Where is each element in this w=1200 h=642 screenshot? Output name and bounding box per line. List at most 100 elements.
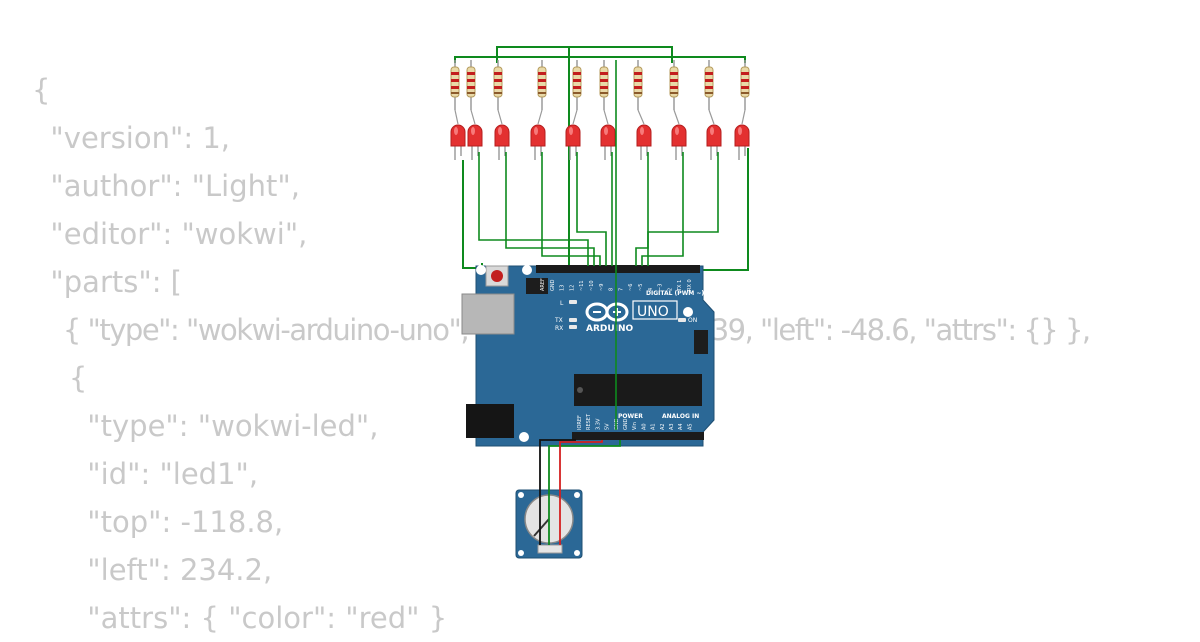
- pin-label: GND: [623, 418, 629, 430]
- red-led[interactable]: [467, 124, 483, 160]
- code-line: "type": "wokwi-led",: [32, 409, 379, 443]
- resistor[interactable]: [450, 60, 460, 125]
- code-line: "editor": "wokwi",: [32, 217, 308, 251]
- analog-header-label: ANALOG IN: [662, 413, 699, 420]
- ground-bus-wire: [496, 46, 673, 63]
- pin-label: 2: [667, 288, 673, 291]
- code-line: "id": "led1",: [32, 457, 259, 491]
- code-line: "left": 234.2,: [32, 553, 273, 587]
- pin-label: ~10: [589, 280, 595, 291]
- power-jack: [466, 404, 514, 438]
- code-line: "parts": [: [32, 265, 182, 299]
- atmega-chip: [574, 374, 702, 406]
- resistor[interactable]: [704, 60, 715, 125]
- code-line: "author": "Light",: [32, 169, 300, 203]
- led-tx-label: TX: [554, 317, 563, 324]
- red-led[interactable]: [706, 124, 722, 160]
- resistor[interactable]: [633, 60, 645, 125]
- code-line: "top": -118.8,: [32, 505, 284, 539]
- pin-label: 4: [648, 288, 654, 291]
- red-led[interactable]: [671, 124, 687, 160]
- pin-label: GND: [550, 279, 556, 291]
- resistor[interactable]: [493, 60, 503, 125]
- code-line: {: [32, 73, 51, 107]
- led-wire: [635, 152, 649, 266]
- red-led[interactable]: [494, 124, 510, 160]
- led-wire: [541, 152, 601, 266]
- pin-label: RESET: [586, 413, 592, 430]
- pin-label: A5: [687, 423, 693, 430]
- brand-label: ARDUINO: [586, 324, 634, 334]
- red-led[interactable]: [450, 124, 466, 160]
- onboard-leds: [569, 300, 686, 329]
- pin-label: 7: [618, 288, 624, 291]
- code-line: {: [32, 361, 88, 395]
- mount-hole: [519, 432, 529, 442]
- pin-label: TX 1: [677, 280, 683, 292]
- pin-label: ~5: [638, 284, 644, 291]
- power-header-label: POWER: [618, 413, 643, 420]
- red-led[interactable]: [600, 124, 616, 160]
- pin-label: A2: [660, 423, 666, 430]
- led-wire: [647, 152, 719, 266]
- reset-button[interactable]: [491, 270, 503, 282]
- led-wire: [505, 152, 595, 266]
- led-wire: [641, 152, 684, 266]
- led-wire: [478, 152, 589, 266]
- resistor[interactable]: [572, 60, 582, 125]
- knob-indicator: [533, 518, 550, 537]
- resistor[interactable]: [740, 60, 750, 125]
- pin-label: IOREF: [577, 415, 583, 430]
- pin-label: ~11: [579, 280, 585, 291]
- red-led[interactable]: [565, 124, 581, 160]
- digital-header: [536, 265, 700, 273]
- resistor[interactable]: [599, 60, 609, 125]
- resistor[interactable]: [537, 60, 547, 125]
- digital-header-label: DIGITAL (PWM ~): [646, 290, 704, 297]
- mount-hole: [683, 307, 693, 317]
- pin-label: ~9: [599, 284, 605, 291]
- infinity-logo: [585, 302, 629, 322]
- red-led[interactable]: [530, 124, 546, 160]
- code-line: "version": 1,: [32, 121, 230, 155]
- led-rx-label: RX: [555, 325, 563, 332]
- pin-label: A0: [641, 423, 647, 430]
- signal-wires: [478, 60, 719, 545]
- model-label: UNO: [637, 304, 669, 320]
- analog-header: [572, 432, 704, 440]
- resistor[interactable]: [669, 60, 680, 125]
- resistor[interactable]: [466, 60, 476, 125]
- pot-signal-wire: [548, 440, 621, 545]
- pin-label: ~3: [658, 284, 664, 291]
- pot-power-wire: [559, 440, 603, 545]
- pin-label: ~6: [628, 284, 634, 291]
- led-wire: [700, 148, 749, 271]
- usb-port: [461, 293, 515, 335]
- leds: [450, 124, 750, 160]
- led-on-label: ON: [688, 317, 697, 324]
- potentiometer-pins: [537, 544, 563, 554]
- mount-hole: [476, 265, 486, 275]
- led-l-label: L: [560, 300, 564, 307]
- pin-label: Vin: [632, 422, 638, 430]
- pin-label: 5V: [605, 423, 611, 430]
- pin-label: 8: [609, 288, 615, 291]
- pin-label: A1: [651, 423, 657, 430]
- mount-hole: [522, 265, 532, 275]
- pin-label: A4: [678, 423, 684, 430]
- pin-label: A3: [669, 423, 675, 430]
- arduino-uno-board[interactable]: L TX RX ON ARDUINO UNO DIGITAL (PWM ~) P…: [461, 265, 715, 447]
- pin-label: 13: [560, 285, 566, 291]
- pin-label: AREF: [540, 278, 546, 291]
- led-wire: [576, 152, 607, 266]
- pin-label: RX 0: [687, 279, 693, 291]
- red-led[interactable]: [636, 124, 652, 160]
- pot-ground-wire: [539, 439, 576, 545]
- resistors: [450, 60, 750, 125]
- pin-label: 12: [569, 285, 575, 291]
- pin-label: 3.3V: [595, 418, 601, 430]
- red-led[interactable]: [734, 124, 750, 160]
